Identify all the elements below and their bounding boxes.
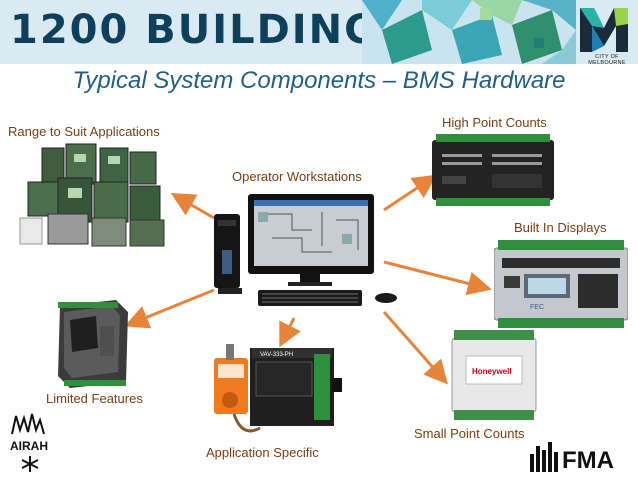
vav-model-label: VAV-333-PH (260, 352, 293, 358)
airah-text: AIRAH (10, 439, 48, 453)
label-small-point: Small Point Counts (414, 426, 525, 441)
fec-label: FEC (530, 304, 544, 311)
city-of-melbourne-logo-icon (580, 8, 628, 52)
arrow-to-range (170, 192, 215, 220)
operator-workstation-image (214, 194, 397, 306)
label-range: Range to Suit Applications (8, 124, 160, 139)
mouse-icon (375, 293, 397, 303)
arrow-to-displays (383, 260, 492, 296)
fma-logo-icon: FMA (530, 442, 614, 474)
arrow-to-small-point (382, 311, 448, 385)
label-high-point: High Point Counts (442, 115, 547, 130)
slide-headline: 1200 BUILDINGS (10, 7, 410, 53)
label-limited-features: Limited Features (46, 391, 143, 406)
arrow-to-high-point (383, 174, 437, 212)
fma-text: FMA (562, 447, 614, 474)
arrow-to-limited (124, 288, 215, 329)
small-point-controller-image: Honeywell (451, 330, 537, 420)
label-workstations: Operator Workstations (232, 169, 362, 184)
header-graphic (362, 0, 576, 64)
label-application-specific: Application Specific (206, 445, 319, 460)
application-specific-controller-image: VAV-333-PH (214, 344, 342, 433)
limited-features-controller-image (58, 300, 128, 388)
slide-subtitle: Typical System Components – BMS Hardware (72, 67, 566, 94)
airah-logo-icon: AIRAH (10, 413, 48, 472)
arrow-to-app-specific (279, 317, 301, 348)
honeywell-label: Honeywell (472, 367, 512, 376)
high-point-controller-image (432, 134, 554, 206)
city-of-melbourne-text: CITY OF MELBOURNE (588, 54, 626, 66)
built-in-display-controller-image: FEC (494, 240, 628, 328)
controller-range-image (19, 143, 165, 247)
label-built-in-displays: Built In Displays (514, 220, 607, 235)
